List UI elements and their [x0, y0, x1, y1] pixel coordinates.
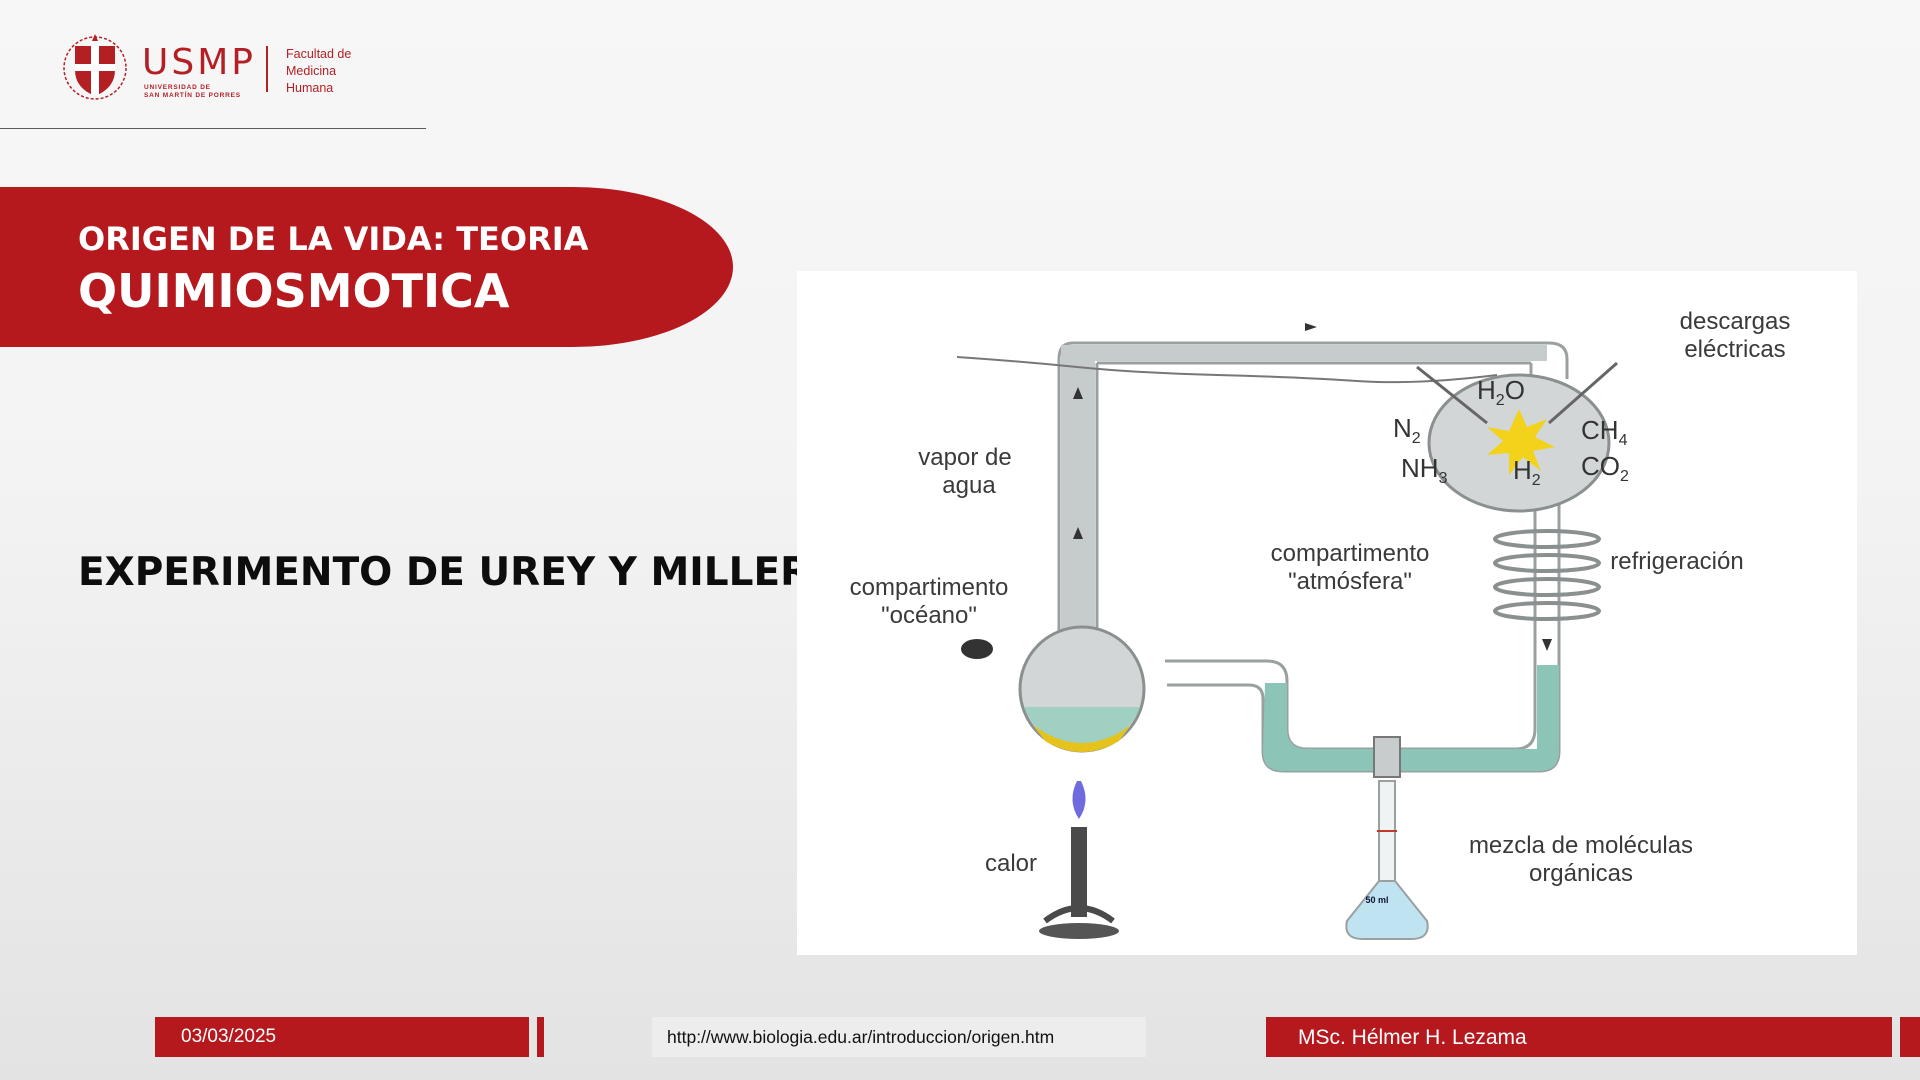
formula-h2o: H2O — [1477, 375, 1525, 409]
stopcock — [1373, 736, 1401, 778]
electrodes — [1416, 361, 1618, 425]
formula-ch4: CH4 — [1581, 415, 1628, 449]
label-atmosfera-1: compartimento — [1271, 540, 1430, 567]
slide-title-line2: QUIMIOSMOTICA — [78, 264, 510, 318]
formula-n2: N2 — [1393, 413, 1421, 447]
title-banner — [0, 187, 733, 347]
logo-faculty-name: Facultad de Medicina Humana — [286, 47, 352, 95]
label-oceano-1: compartimento — [850, 574, 1009, 601]
logo-university-name: UNIVERSIDAD DE SAN MARTÍN DE PORRES — [144, 84, 241, 99]
label-refrigeracion: refrigeración — [1610, 548, 1743, 575]
label-oceano-2: "océano" — [881, 602, 977, 629]
label-vapor-2: agua — [942, 472, 996, 499]
formula-h2: H2 — [1513, 455, 1541, 489]
label-mezcla-1: mezcla de moléculas — [1469, 832, 1693, 859]
slide-subtitle: EXPERIMENTO DE UREY Y MILLER — [78, 550, 811, 595]
footer-author-accent — [1900, 1017, 1920, 1057]
formula-nh3: NH3 — [1401, 453, 1448, 487]
bunsen-burner-icon — [1039, 781, 1119, 939]
formula-co2: CO2 — [1581, 451, 1629, 485]
label-atmosfera-2: "atmósfera" — [1288, 568, 1412, 595]
footer-date: 03/03/2025 — [181, 1026, 277, 1047]
flask-stopper — [961, 639, 993, 659]
electrode-wire — [956, 356, 1498, 384]
spark-icon — [1487, 409, 1555, 475]
footer-author: MSc. Hélmer H. Lezama — [1298, 1026, 1527, 1049]
collection-flask — [1345, 780, 1429, 940]
label-descargas-2: eléctricas — [1684, 336, 1785, 363]
label-descargas-1: descargas — [1680, 308, 1791, 335]
footer-author-bar: MSc. Hélmer H. Lezama — [1266, 1017, 1892, 1057]
footer-date-accent — [537, 1017, 544, 1057]
slide-title-line1: ORIGEN DE LA VIDA: TEORIA — [78, 220, 589, 258]
label-mezcla-2: orgánicas — [1529, 860, 1633, 887]
apparatus-svg: 50 ml descargas eléctricas vapor de agua… — [850, 308, 1791, 940]
flow-arrows — [1073, 323, 1552, 651]
footer-source: http://www.biologia.edu.ar/introduccion/… — [652, 1017, 1146, 1057]
usmp-shield-icon — [63, 34, 127, 100]
label-vapor-1: vapor de — [918, 444, 1011, 471]
usmp-logo: USMP UNIVERSIDAD DE SAN MARTÍN DE PORRES… — [62, 30, 382, 106]
ocean-heat — [1033, 725, 1131, 752]
cooling-coil — [1493, 529, 1601, 621]
source-url: http://www.biologia.edu.ar/introduccion/… — [667, 1027, 1055, 1047]
footer-date-bar: 03/03/2025 — [155, 1017, 529, 1057]
header-divider — [0, 128, 426, 129]
logo-wordmark: USMP — [142, 42, 256, 83]
flask-volume-label: 50 ml — [1365, 895, 1388, 905]
label-calor: calor — [985, 850, 1037, 877]
urey-miller-diagram: 50 ml descargas eléctricas vapor de agua… — [797, 271, 1857, 955]
ocean-water — [1024, 707, 1140, 748]
logo-separator — [266, 46, 268, 92]
water-tube — [1263, 665, 1559, 771]
